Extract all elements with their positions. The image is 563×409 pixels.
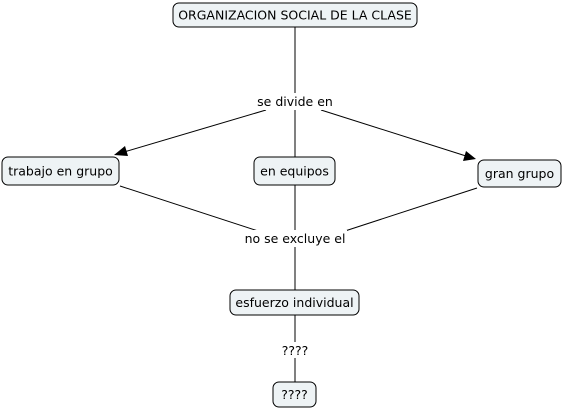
concept-root[interactable]: ORGANIZACION SOCIAL DE LA CLASE bbox=[172, 2, 418, 28]
link-label-not-excluded: no se excluye el bbox=[245, 231, 346, 246]
concept-individual-effort-label: esfuerzo individual bbox=[235, 295, 353, 310]
concept-unknown-label: ???? bbox=[281, 387, 308, 402]
concept-group-work[interactable]: trabajo en grupo bbox=[1, 156, 120, 186]
concept-root-label: ORGANIZACION SOCIAL DE LA CLASE bbox=[178, 8, 412, 23]
arrowhead-to-big-group bbox=[463, 151, 476, 161]
concept-individual-effort[interactable]: esfuerzo individual bbox=[229, 289, 360, 316]
link-labels: se divide en no se excluye el ???? bbox=[243, 93, 347, 358]
concept-teams-label: en equipos bbox=[260, 164, 329, 179]
connector-divide-to-group-work bbox=[123, 109, 267, 153]
connector-group-work-to-excluded bbox=[119, 185, 259, 232]
connector-big-group-to-excluded bbox=[344, 187, 478, 232]
arrowhead-to-group-work bbox=[114, 146, 128, 156]
arrowheads bbox=[114, 146, 476, 161]
concept-big-group-label: gran grupo bbox=[485, 166, 554, 181]
concept-unknown[interactable]: ???? bbox=[272, 381, 317, 408]
link-label-unknown: ???? bbox=[282, 343, 309, 358]
concept-group-work-label: trabajo en grupo bbox=[8, 164, 113, 179]
concept-big-group[interactable]: gran grupo bbox=[477, 159, 562, 188]
link-label-divides-into: se divide en bbox=[257, 94, 333, 109]
concept-teams[interactable]: en equipos bbox=[253, 156, 336, 186]
connectors bbox=[119, 27, 478, 382]
connector-divide-to-big-group bbox=[320, 109, 467, 157]
